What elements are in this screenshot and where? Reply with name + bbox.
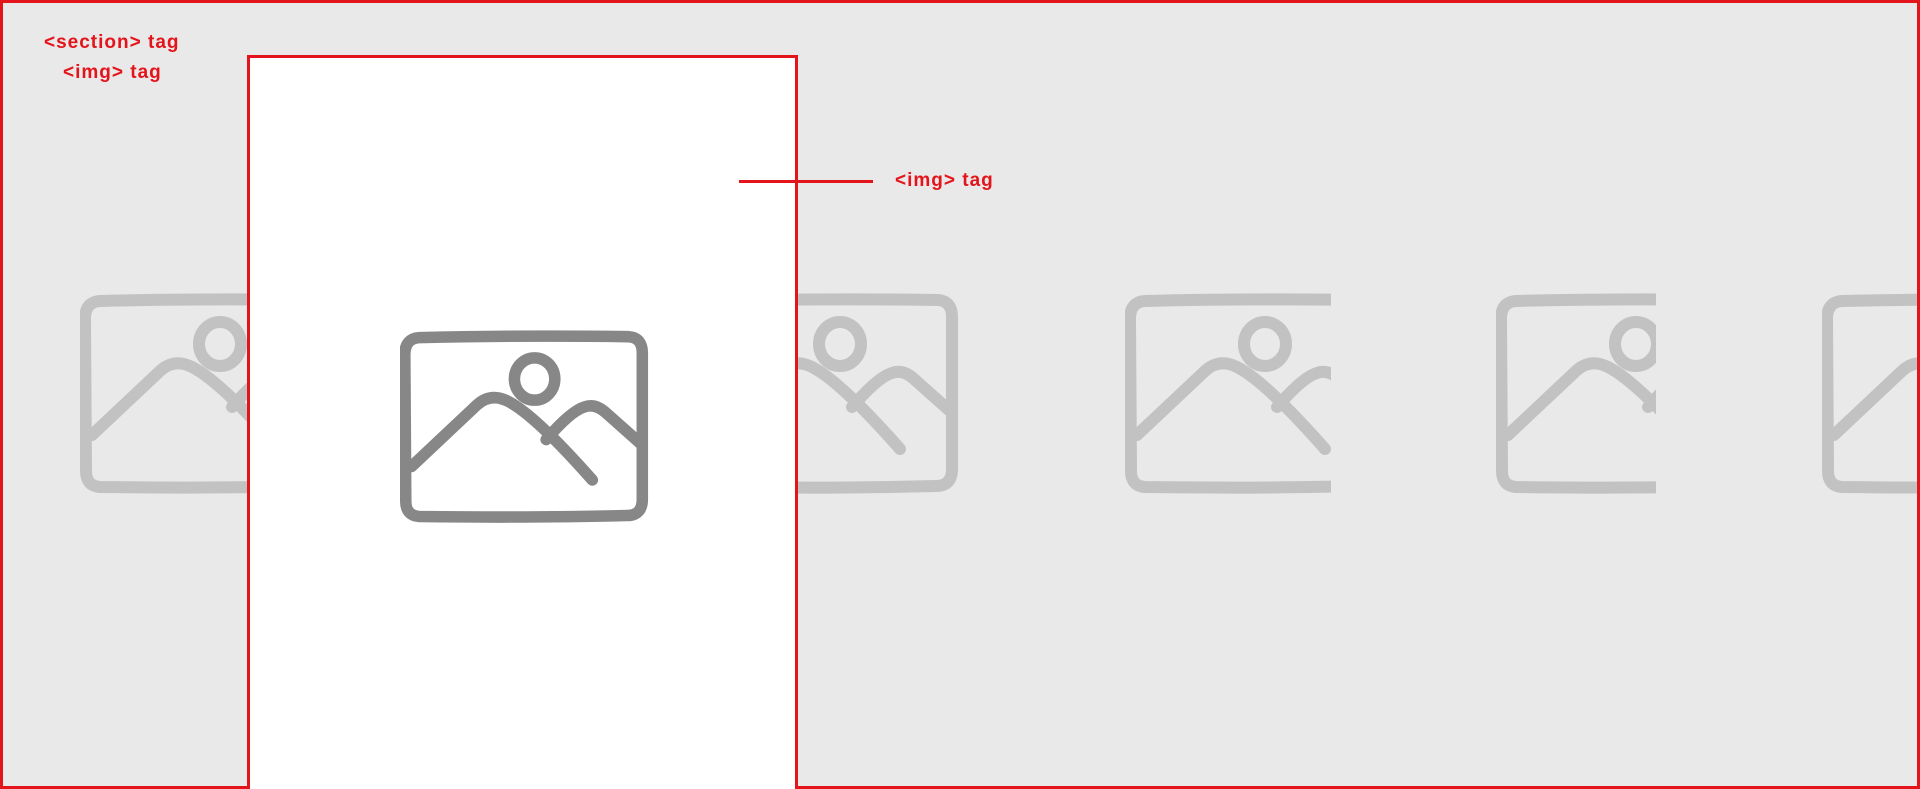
img-tag-label: <img> tag	[63, 62, 162, 83]
callout-leader-line	[739, 180, 873, 183]
image-placeholder-icon	[400, 328, 650, 530]
img-tag-callout-label: <img> tag	[895, 170, 994, 191]
featured-image	[247, 55, 798, 789]
section-tag-label: <section> tag	[44, 32, 180, 53]
